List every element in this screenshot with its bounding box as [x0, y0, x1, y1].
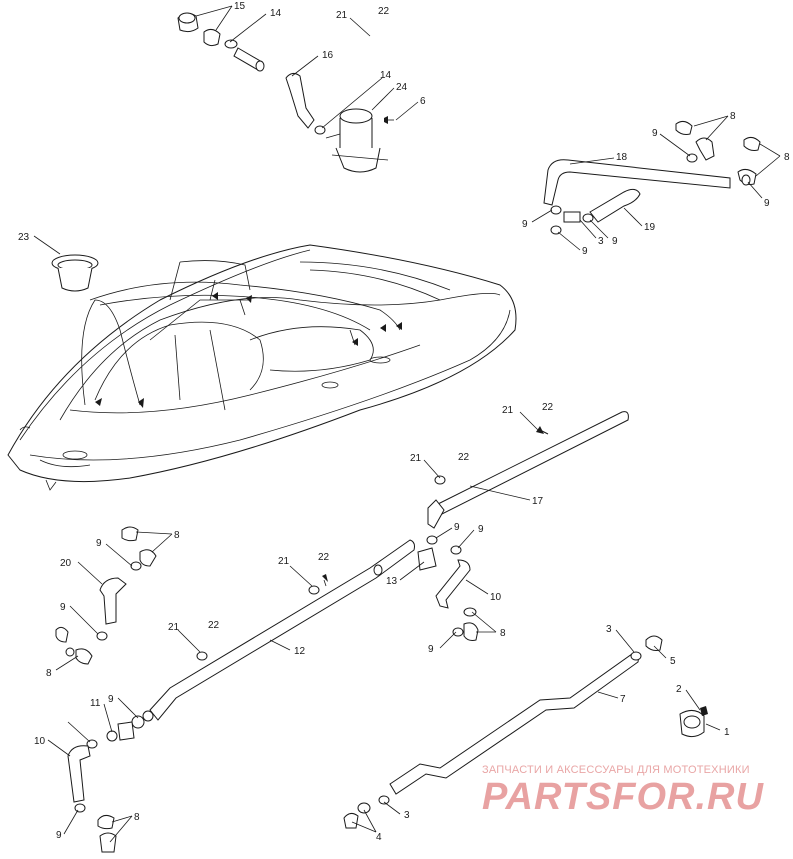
cup-holder — [51, 254, 99, 292]
callout-5: 5 — [670, 656, 676, 667]
callout-9: 9 — [652, 128, 658, 139]
callout-9: 9 — [612, 236, 618, 247]
hose-7 — [343, 635, 708, 829]
lower-left-assembly — [67, 710, 154, 853]
callout-9: 9 — [522, 219, 528, 230]
hose-20 — [55, 526, 157, 665]
callout-9: 9 — [108, 694, 114, 705]
hose-10-upper — [435, 545, 479, 641]
callout-numbers: 15 14 16 14 24 6 21 22 8 9 8 18 9 9 3 9 … — [18, 1, 790, 843]
callout-9: 9 — [60, 602, 66, 613]
callout-20: 20 — [60, 558, 72, 569]
callout-21: 21 — [410, 453, 422, 464]
callout-8: 8 — [134, 812, 140, 823]
callout-15: 15 — [234, 1, 246, 12]
callout-3: 3 — [404, 810, 410, 821]
callout-14: 14 — [270, 8, 282, 19]
callout-9: 9 — [428, 644, 434, 655]
hose-17 — [417, 411, 629, 571]
callout-12: 12 — [294, 646, 306, 657]
leader-lines — [33, 5, 781, 843]
callout-11: 11 — [90, 698, 101, 709]
callout-9: 9 — [478, 524, 484, 535]
boat-hull — [7, 244, 517, 491]
callout-8: 8 — [730, 111, 736, 122]
callout-9: 9 — [56, 830, 62, 841]
callout-23: 23 — [18, 232, 30, 243]
callout-1: 1 — [724, 727, 730, 738]
callout-22: 22 — [208, 620, 220, 631]
callout-22: 22 — [318, 552, 330, 563]
callout-22: 22 — [458, 452, 470, 463]
callout-9: 9 — [764, 198, 770, 209]
callout-19: 19 — [644, 222, 656, 233]
callout-3: 3 — [598, 236, 604, 247]
watermark-logo: PARTSFOR.RU — [482, 776, 764, 818]
watermark-caption: ЗАПЧАСТИ И АКСЕССУАРЫ ДЛЯ МОТОТЕХНИКИ — [482, 764, 750, 776]
callout-21: 21 — [278, 556, 290, 567]
callout-21: 21 — [502, 405, 514, 416]
callout-22: 22 — [378, 6, 390, 17]
callout-21: 21 — [168, 622, 180, 633]
callout-4: 4 — [376, 832, 382, 843]
callout-18: 18 — [616, 152, 628, 163]
callout-6: 6 — [420, 96, 426, 107]
callout-8: 8 — [46, 668, 52, 679]
callout-2: 2 — [676, 684, 682, 695]
callout-22: 22 — [542, 402, 554, 413]
callout-21: 21 — [336, 10, 348, 21]
callout-17: 17 — [532, 496, 544, 507]
callout-8: 8 — [500, 628, 506, 639]
callout-3: 3 — [606, 624, 612, 635]
right-hose-assembly — [543, 120, 761, 235]
callout-10: 10 — [34, 736, 46, 747]
callout-14: 14 — [380, 70, 392, 81]
callout-24: 24 — [396, 82, 408, 93]
bilge-pump-assembly — [177, 12, 394, 173]
callout-7: 7 — [620, 694, 626, 705]
callout-9: 9 — [582, 246, 588, 257]
callout-9: 9 — [454, 522, 460, 533]
hose-12 — [149, 539, 415, 721]
callout-8: 8 — [784, 152, 790, 163]
callout-10: 10 — [490, 592, 502, 603]
callout-13: 13 — [386, 576, 398, 587]
callout-8: 8 — [174, 530, 180, 541]
callout-9: 9 — [96, 538, 102, 549]
callout-16: 16 — [322, 50, 334, 61]
